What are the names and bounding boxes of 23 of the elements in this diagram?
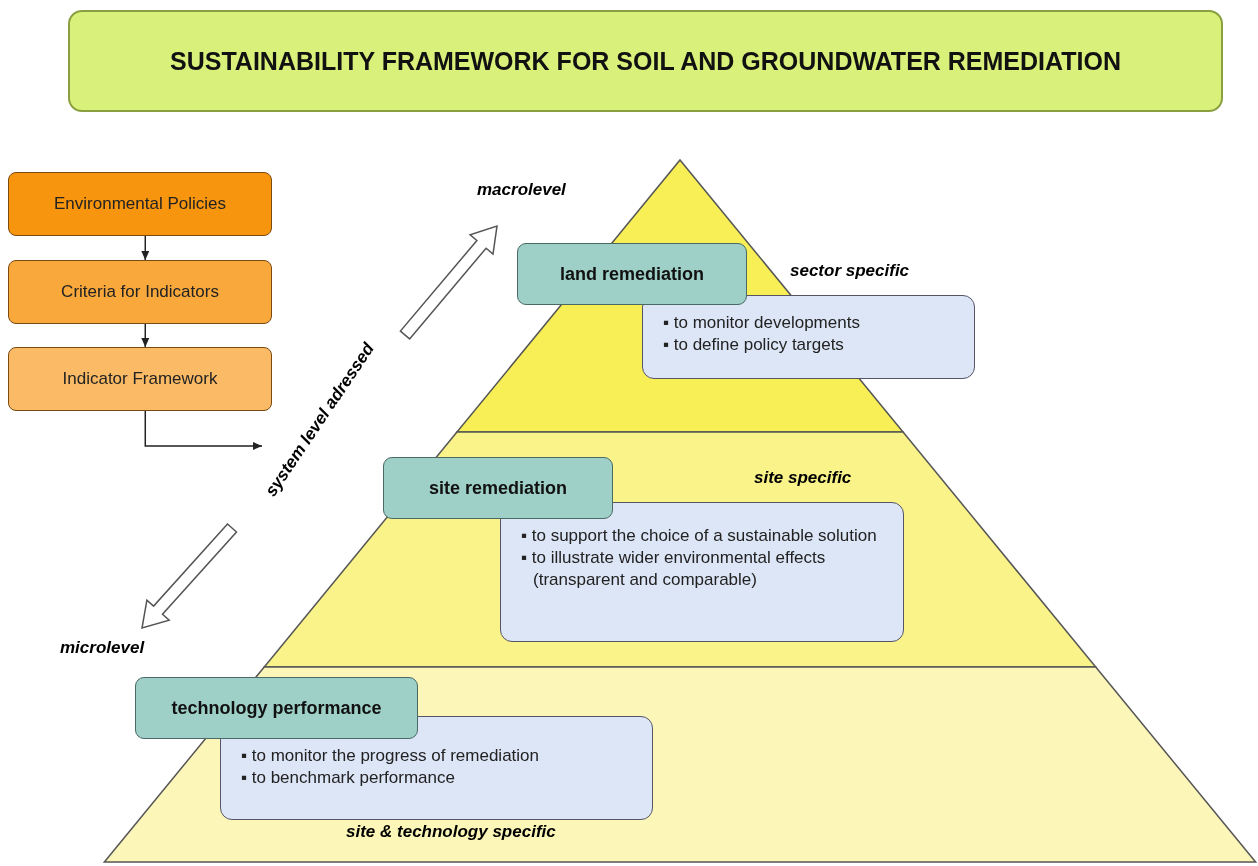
arrow <box>141 323 150 348</box>
arrow <box>141 235 150 261</box>
bullet-text: ▪ to illustrate wider environmental effects (transparent and comparable) <box>521 547 827 591</box>
heading-box: technology performance <box>135 677 418 739</box>
bullet-box <box>642 295 975 379</box>
scope-label: site specific <box>754 468 852 488</box>
bullet-text: ▪ to benchmark performance <box>241 767 456 789</box>
scope-label: site & technology specific <box>346 822 556 842</box>
heading-box: land remediation <box>517 243 747 305</box>
bullet-text: ▪ to define policy targets <box>663 334 845 356</box>
bullet-text: ▪ to monitor the progress of remediation <box>241 745 540 767</box>
process-box: Indicator Framework <box>8 347 272 411</box>
bullet-box <box>500 502 904 642</box>
arrow <box>144 410 263 450</box>
level-label: microlevel <box>60 638 145 658</box>
bullet-text: ▪ to support the choice of a sustainable solution <box>521 525 878 547</box>
bullet-text: ▪ to monitor developments <box>663 312 861 334</box>
title-banner: SUSTAINABILITY FRAMEWORK FOR SOIL AND GROUNDWATER REMEDIATION <box>68 10 1223 112</box>
process-box: Criteria for Indicators <box>8 260 272 324</box>
level-label: macrolevel <box>477 180 566 200</box>
scope-label: sector specific <box>790 261 910 281</box>
process-box: Environmental Policies <box>8 172 272 236</box>
heading-box: site remediation <box>383 457 613 519</box>
